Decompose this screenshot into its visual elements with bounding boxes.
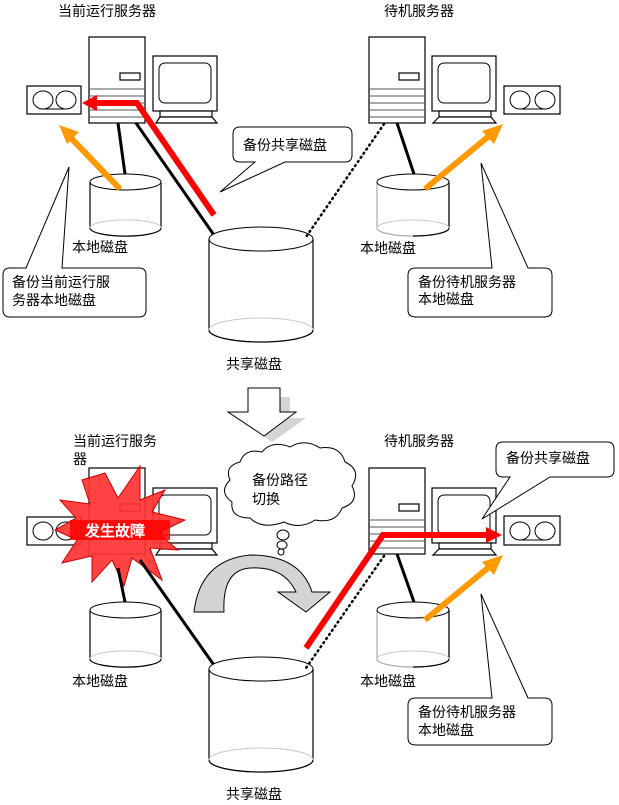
callout-backup-shared-bottom: 备份共享磁盘 [481,441,615,520]
svg-text:本地磁盘: 本地磁盘 [418,291,474,308]
bottom-scene: 当前运行服务 器 待机服务器 发生故障 [26,433,615,803]
standby-shared-link-inactive [304,122,386,239]
active-local-cable-bottom [116,567,127,603]
active-server-label-bottom-line2: 器 [73,452,87,468]
standby-local-backup-arrow [423,133,491,192]
shared-disk-label-bottom: 共享磁盘 [226,786,282,803]
standby-server-icon [368,36,426,124]
standby-monitor-icon [431,55,498,124]
active-local-disk-icon-bottom [89,601,162,668]
svg-text:备份当前运行服: 备份当前运行服 [12,274,110,291]
active-shared-cable [134,122,218,239]
shared-disk-label: 共享磁盘 [226,356,282,373]
callout-backup-shared-top: 备份共享磁盘 [219,126,353,193]
standby-local-backup-arrow-bottom [423,564,491,623]
active-server-label: 当前运行服务器 [58,3,156,20]
thought-bubble: 备份路径 切换 [224,442,357,556]
active-server-label-bottom: 当前运行服务 [73,433,157,450]
standby-monitor-icon-bottom [431,487,498,556]
active-local-backup-arrowhead [59,125,79,144]
active-tape-drive-icon [26,85,82,115]
top-scene: 当前运行服务器 待机服务器 [2,3,561,373]
svg-text:务器本地磁盘: 务器本地磁盘 [12,292,96,309]
failover-backup-path-arrow [303,532,488,650]
standby-local-cable [395,122,416,175]
standby-local-backup-arrowhead [482,124,503,144]
switch-curved-arrow-icon [193,554,332,613]
active-monitor-icon [152,55,219,124]
standby-tape-drive-icon-bottom [503,515,561,546]
svg-text:本地磁盘: 本地磁盘 [418,722,474,739]
svg-text:备份路径: 备份路径 [252,472,308,489]
svg-text:备份待机服务器: 备份待机服务器 [418,704,516,721]
shared-disk-icon-bottom [208,656,314,773]
svg-text:切换: 切换 [252,491,280,508]
standby-local-disk-icon [376,173,450,237]
standby-local-disk-label: 本地磁盘 [360,240,416,257]
svg-text:备份待机服务器: 备份待机服务器 [418,274,516,291]
callout-backup-standby-local-bottom: 备份待机服务器 本地磁盘 [407,593,553,746]
failover-backup-arrowhead [486,527,502,543]
svg-text:备份共享磁盘: 备份共享磁盘 [506,450,590,467]
active-local-disk-label-bottom: 本地磁盘 [72,673,128,690]
standby-local-backup-arrowhead-bottom [482,555,503,575]
active-local-cable [116,122,127,175]
standby-tape-drive-icon [503,85,561,115]
standby-server-label: 待机服务器 [384,4,454,20]
shared-backup-arrowhead [82,95,97,111]
active-shared-cable-bottom [138,559,218,669]
standby-server-label-bottom: 待机服务器 [384,434,454,450]
active-server-icon [88,36,146,124]
svg-text:备份共享磁盘: 备份共享磁盘 [243,137,327,154]
failure-burst-icon: 发生故障 [53,464,187,588]
active-local-backup-arrow [67,134,123,192]
standby-local-cable-bottom [395,553,416,603]
transition-down-arrow-icon [226,387,306,442]
shared-backup-path-arrow [96,100,217,217]
active-local-disk-label: 本地磁盘 [72,239,128,256]
shared-disk-icon [208,226,314,343]
failure-label: 发生故障 [84,522,145,540]
callout-backup-active-local: 备份当前运行服 务器本地磁盘 [2,166,147,318]
standby-shared-link-bottom [304,554,386,670]
active-local-disk-icon [89,173,162,237]
standby-local-disk-label-bottom: 本地磁盘 [360,673,416,690]
callout-backup-standby-local-top: 备份待机服务器 本地磁盘 [407,162,553,318]
